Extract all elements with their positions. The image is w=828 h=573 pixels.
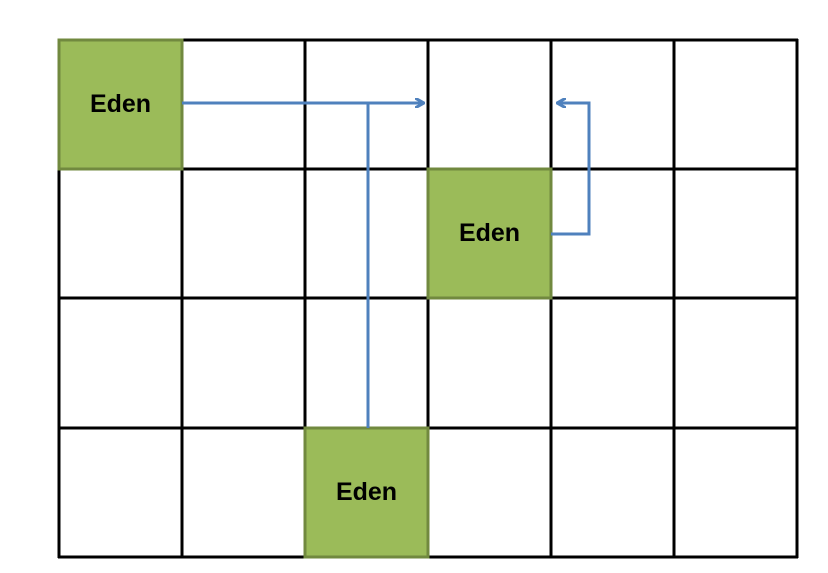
arrows xyxy=(182,103,591,428)
eden-cell-bottom: Eden xyxy=(305,428,428,557)
eden-cell-2-label: Eden xyxy=(336,478,397,506)
eden-cell-1-label: Eden xyxy=(459,219,520,247)
arrow-middle-loop-up xyxy=(551,103,591,236)
eden-cell-middle: Eden xyxy=(428,169,551,298)
eden-cell-1-box xyxy=(428,169,551,298)
eden-cell-0-box xyxy=(59,40,182,169)
eden-cell-2-box xyxy=(305,428,428,557)
eden-cell-0-label: Eden xyxy=(90,90,151,118)
eden-cell-top-left: Eden xyxy=(59,40,182,169)
cells-layer: Eden Eden Eden xyxy=(59,40,551,557)
